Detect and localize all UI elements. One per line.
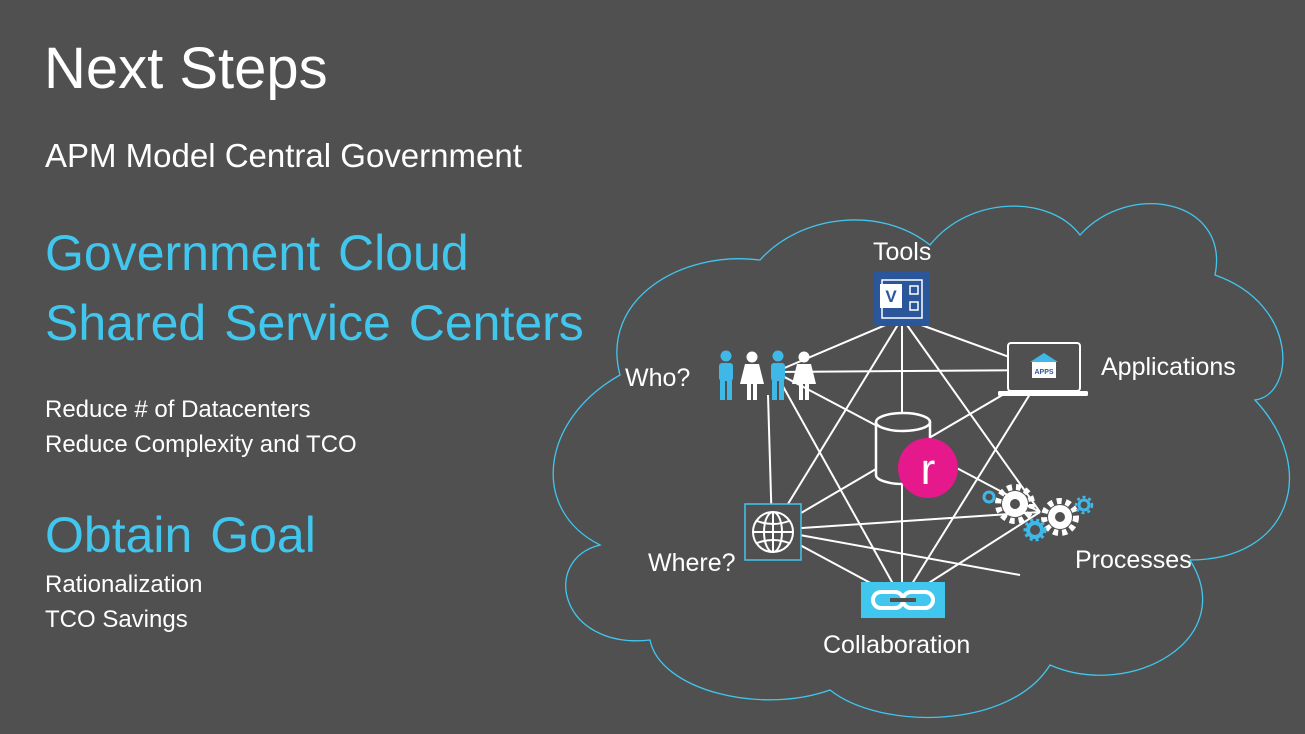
goal-item: Rationalization bbox=[45, 571, 203, 598]
slide-title: Next Steps bbox=[44, 36, 328, 101]
visio-letter: V bbox=[885, 287, 897, 306]
label-applications: Applications bbox=[1101, 353, 1236, 381]
label-tools: Tools bbox=[873, 238, 932, 266]
apps-badge: APPS bbox=[1034, 369, 1053, 376]
cloud-outline bbox=[552, 203, 1290, 718]
reduce-item: Reduce # of Datacenters bbox=[45, 396, 311, 423]
heading-shared-service-centers: Shared Service Centers bbox=[45, 295, 584, 351]
heading-obtain-goal: Obtain Goal bbox=[45, 507, 316, 563]
goal-list: Rationalization TCO Savings bbox=[45, 567, 202, 637]
people-icon bbox=[719, 350, 816, 400]
globe-icon bbox=[744, 503, 802, 561]
reduce-list: Reduce # of Datacenters Reduce Complexit… bbox=[45, 392, 357, 462]
slide-subtitle: APM Model Central Government bbox=[45, 137, 522, 174]
gears-icon bbox=[982, 484, 1094, 542]
database-icon: r bbox=[874, 411, 958, 498]
label-where: Where? bbox=[648, 549, 736, 577]
chain-link-icon bbox=[861, 582, 945, 618]
laptop-apps-icon: APPS bbox=[998, 342, 1088, 396]
label-processes: Processes bbox=[1075, 546, 1192, 574]
reduce-item: Reduce Complexity and TCO bbox=[45, 431, 357, 458]
label-who: Who? bbox=[625, 364, 691, 392]
goal-item: TCO Savings bbox=[45, 606, 188, 633]
heading-government-cloud: Government Cloud bbox=[45, 225, 469, 281]
center-letter: r bbox=[921, 445, 936, 494]
label-collaboration: Collaboration bbox=[823, 631, 971, 659]
visio-icon: V bbox=[874, 272, 930, 326]
